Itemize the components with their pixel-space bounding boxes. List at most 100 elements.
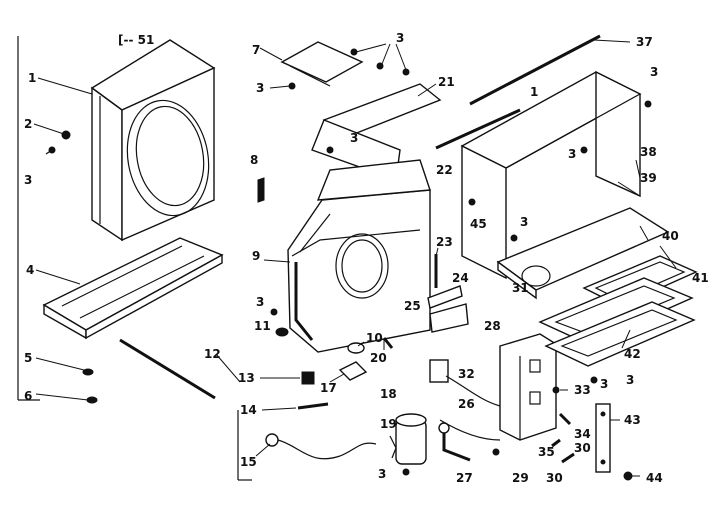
- wire-15: [265, 433, 377, 460]
- label-17: 17: [320, 381, 337, 395]
- grommet-11: [275, 327, 289, 337]
- screws-3: [270, 48, 652, 476]
- label-24: 24: [452, 271, 469, 285]
- label-3-right: 3: [626, 373, 634, 387]
- label-22: 22: [436, 163, 453, 177]
- label-3-topleft: 3: [256, 81, 264, 95]
- label-21: 21: [438, 75, 455, 89]
- label-37: 37: [636, 35, 653, 49]
- label-10: 10: [366, 331, 383, 345]
- label-3-pan: 3: [520, 215, 528, 229]
- clip-6: [86, 396, 98, 404]
- label-9: 9: [252, 249, 260, 263]
- front-panel: [90, 39, 216, 242]
- label-6: 6: [24, 389, 32, 403]
- base-pan: [496, 207, 670, 300]
- label-30-lower: 30: [546, 471, 563, 485]
- label-30-upper: 30: [574, 441, 591, 455]
- switch-32: [429, 359, 449, 383]
- label-35: 35: [538, 445, 555, 459]
- screw-3-left: [45, 146, 56, 155]
- label-3-partition: 3: [350, 131, 358, 145]
- top-cover: [460, 70, 642, 280]
- label-19: 19: [380, 417, 397, 431]
- label-23: 23: [436, 235, 453, 249]
- part-labels: [-- 51 1 2 3 4 5 6 7 3 3 21 3 8 9 3 11 1…: [24, 31, 709, 485]
- label-45: 45: [470, 217, 487, 231]
- label-7: 7: [252, 43, 260, 57]
- knob-29: [492, 448, 500, 456]
- label-43: 43: [624, 413, 641, 427]
- screw-20: [382, 337, 394, 349]
- label-18: 18: [380, 387, 397, 401]
- label-33: 33: [574, 383, 591, 397]
- rod-12: [119, 338, 216, 400]
- label-3-left: 3: [24, 173, 32, 187]
- clip-35: [551, 438, 561, 448]
- label-44: 44: [646, 471, 663, 485]
- label-40: 40: [662, 229, 679, 243]
- label-31: 31: [512, 281, 529, 295]
- bracket-19: [389, 435, 397, 459]
- label-41: 41: [692, 271, 709, 285]
- label-28: 28: [484, 319, 501, 333]
- capacitor-18: [395, 413, 427, 465]
- label-26: 26: [458, 397, 475, 411]
- frame-42: [544, 301, 696, 367]
- label-2: 2: [24, 117, 32, 131]
- label-3-cover: 3: [650, 65, 658, 79]
- screw-2: [61, 130, 71, 140]
- grommet-10: [347, 342, 365, 354]
- bracket-left-frame: [17, 36, 40, 401]
- seal-8: [257, 177, 265, 203]
- leader-lines: [33, 39, 677, 477]
- label-11: 11: [254, 319, 271, 333]
- label-3-bottom: 3: [378, 467, 386, 481]
- label-15: 15: [240, 455, 257, 469]
- label-20: 20: [370, 351, 387, 365]
- label-13: 13: [238, 371, 255, 385]
- clip-17: [338, 361, 368, 381]
- label-1-right: 1: [530, 85, 538, 99]
- bracket-left-lower: [237, 410, 252, 481]
- clip-14: [297, 402, 329, 410]
- label-25: 25: [404, 299, 421, 313]
- clip-33: [552, 386, 560, 394]
- label-38: 38: [640, 145, 657, 159]
- screw-45: [468, 198, 476, 206]
- label-32: 32: [458, 367, 475, 381]
- back-wall: [287, 159, 431, 353]
- nut-44: [623, 471, 633, 481]
- bracket-25: [429, 303, 469, 333]
- tube-27: [438, 422, 471, 462]
- screw-30: [561, 452, 575, 464]
- label-29: 29: [512, 471, 529, 485]
- harness-26: [439, 375, 501, 441]
- clip-13: [301, 371, 315, 385]
- label-8: 8: [250, 153, 258, 167]
- label-42: 42: [624, 347, 641, 361]
- label-27: 27: [456, 471, 473, 485]
- label-3-top: 3: [396, 31, 404, 45]
- rail-22: [435, 108, 521, 150]
- label-34: 34: [574, 427, 591, 441]
- label-51: [-- 51: [118, 33, 154, 47]
- control-box: [499, 333, 557, 441]
- label-1-left: 1: [28, 71, 36, 85]
- label-5: 5: [24, 351, 32, 365]
- label-39: 39: [640, 171, 657, 185]
- rail-37: [469, 34, 601, 106]
- clip-5: [82, 368, 94, 376]
- base-tray: [42, 237, 224, 340]
- clip-34: [558, 412, 572, 426]
- label-3-cover-left: 3: [568, 147, 576, 161]
- label-3-wall: 3: [256, 295, 264, 309]
- label-14: 14: [240, 403, 257, 417]
- label-4: 4: [26, 263, 34, 277]
- label-12: 12: [204, 347, 221, 361]
- bracket-43: [595, 403, 611, 473]
- label-3-box: 3: [600, 377, 608, 391]
- top-bracket: [280, 41, 364, 87]
